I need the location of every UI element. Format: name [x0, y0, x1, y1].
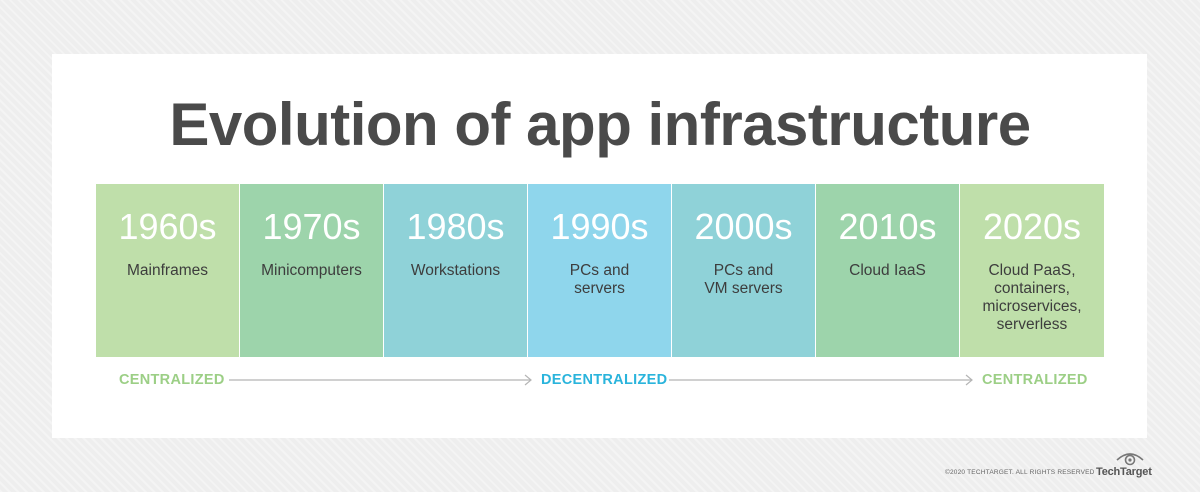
era-label: Cloud IaaS [849, 262, 926, 279]
eye-logo-icon [1116, 453, 1144, 466]
era-1990s: 1990s PCs and servers [528, 184, 672, 357]
era-year: 1990s [550, 206, 649, 247]
era-label: Mainframes [127, 262, 208, 279]
era-1980s: 1980s Workstations [384, 184, 528, 357]
era-label: PCs and VM servers [704, 262, 783, 297]
copyright-text: ©2020 TECHTARGET. ALL RIGHTS RESERVED [945, 469, 1095, 476]
era-year: 1960s [118, 206, 217, 247]
era-label: PCs and servers [569, 262, 630, 297]
era-label: Workstations [410, 262, 501, 279]
era-2010s: 2010s Cloud IaaS [816, 184, 960, 357]
era-1960s: 1960s Mainframes [96, 184, 240, 357]
era-year: 2020s [982, 206, 1082, 247]
era-label: Minicomputers [261, 262, 362, 279]
techtarget-logo: TechTarget [1096, 466, 1152, 478]
era-year: 2010s [838, 206, 937, 247]
centralized-end-label: CENTRALIZED [982, 372, 1088, 388]
era-year: 2000s [694, 206, 793, 247]
era-label: Cloud PaaS, containers, microservices, s… [982, 262, 1082, 333]
era-2000s: 2000s PCs and VM servers [672, 184, 816, 357]
era-timeline: 1960s Mainframes 1970s Minicomputers 198… [96, 184, 1104, 357]
era-1970s: 1970s Minicomputers [240, 184, 384, 357]
era-year: 1970s [262, 206, 361, 247]
centralized-start-label: CENTRALIZED [119, 372, 225, 388]
page-title: Evolution of app infrastructure [169, 91, 1031, 158]
era-2020s: 2020s Cloud PaaS, containers, microservi… [960, 184, 1104, 357]
era-year: 1980s [406, 206, 505, 247]
decentralized-label: DECENTRALIZED [541, 372, 668, 388]
